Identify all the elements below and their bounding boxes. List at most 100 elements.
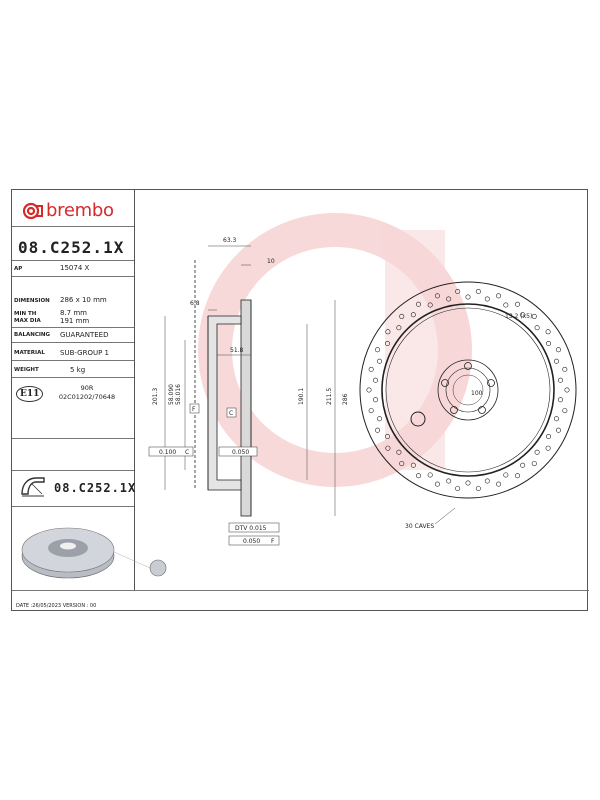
drill-hole [534,449,540,455]
drill-hole [555,427,561,433]
max-dia-label: MAX DIA [14,318,41,324]
dimension-value: 286 x 10 mm [60,296,107,304]
tolerance-datum-c: C [185,449,189,456]
footer-part-number: 08.C252.1X [54,481,137,495]
weight-value: 5 kg [70,366,86,374]
dim-201-3: 201.3 [152,388,159,405]
drill-hole [553,358,559,364]
drill-hole [564,387,570,393]
drill-hole [377,358,383,364]
drill-hole [514,301,520,307]
e11-mark: E11 [16,386,44,402]
drill-hole [366,387,372,393]
tolerance-0-100: 0.100 [159,449,176,456]
pcd-label: 100 [471,390,483,397]
balancing-label: BALANCING [14,332,51,338]
drill-hole [384,434,390,440]
drill-hole [520,462,526,468]
runout-datum-f: F [271,538,275,545]
drill-hole [375,427,381,433]
drill-hole [496,481,502,487]
drill-hole [415,301,421,307]
drill-hole [562,366,568,372]
drill-hole [446,296,452,302]
date-version: DATE :26/05/2023 VERSION : 00 [16,603,97,609]
runout-0-050: 0.050 [243,538,260,545]
drill-hole [546,341,552,347]
drill-hole [427,472,433,478]
drill-hole [399,461,405,467]
dim-58-016: 58.016 [175,384,182,405]
max-dia-value: 191 mm [60,317,90,325]
drill-hole [446,478,452,484]
drill-hole [475,289,481,295]
front-view-disc [359,281,577,499]
dim-286: 286 [342,393,349,405]
drill-hole [384,341,390,347]
drill-hole [531,313,537,319]
dtv-label: DTV 0.015 [235,525,267,532]
cert-line2: 02C01202/70648 [58,393,116,401]
drill-hole [503,472,509,478]
info-panel: brembo 08.C252.1X AP 15074 X DIMENSION 2… [12,190,167,590]
drill-hole [503,302,509,308]
drill-hole [375,347,381,353]
drill-hole [514,473,520,479]
drill-hole [377,416,383,422]
drill-hole [410,312,416,318]
drill-hole [396,449,402,455]
datum-c: C [229,410,233,417]
balancing-value: GUARANTEED [60,331,109,339]
caves-label: 30 CAVES [405,523,434,530]
drill-hole [465,294,471,300]
dimension-label: DIMENSION [14,298,50,304]
part-number: 08.C252.1X [18,238,125,257]
drill-hole [557,377,563,383]
min-th-label: MIN TH [14,311,37,317]
drill-hole [455,289,461,295]
section-view [194,260,252,517]
drill-hole [410,462,416,468]
drill-hole [553,416,559,422]
tolerance-0-050: 0.050 [232,449,249,456]
min-th-value: 8.7 mm [60,309,87,317]
drill-hole [415,473,421,479]
holes-label: 13.2 (x5) [505,313,532,320]
drill-hole [427,302,433,308]
drill-hole [534,325,540,331]
drill-hole [562,408,568,414]
ap-value: 15074 X [60,264,90,272]
drill-hole [557,397,563,403]
drill-hole [484,478,490,484]
dim-63-3: 63.3 [223,237,237,244]
brand-name: brembo [46,200,114,221]
weight-label: WEIGHT [14,367,39,373]
drill-hole [368,408,374,414]
drill-hole [399,313,405,319]
dim-58-090: 58.090 [168,384,175,405]
technical-datasheet: brembo 08.C252.1X AP 15074 X DIMENSION 2… [11,189,589,611]
ap-label: AP [14,266,23,272]
drill-hole [531,461,537,467]
material-label: MATERIAL [14,350,45,356]
drill-hole [373,397,379,403]
drill-hole [385,445,391,451]
technical-drawing: 63.3 10 6.8 51.8 201.3 58.090 58.016 190… [148,213,577,546]
drill-hole [455,485,461,491]
dim-6-8: 6.8 [190,300,200,307]
drill-hole [484,296,490,302]
drill-hole [385,329,391,335]
drill-hole [520,312,526,318]
drill-hole [434,481,440,487]
drill-hole [373,377,379,383]
drill-hole [546,434,552,440]
drill-hole [545,329,551,335]
drill-hole [475,485,481,491]
disc-profile-icon [21,477,45,497]
cross-drill-holes [366,289,570,491]
brembo-logo-icon [22,202,43,220]
dim-51-8: 51.8 [230,347,244,354]
drill-hole [545,445,551,451]
brand-logo: brembo [18,200,130,222]
drill-hole [396,325,402,331]
